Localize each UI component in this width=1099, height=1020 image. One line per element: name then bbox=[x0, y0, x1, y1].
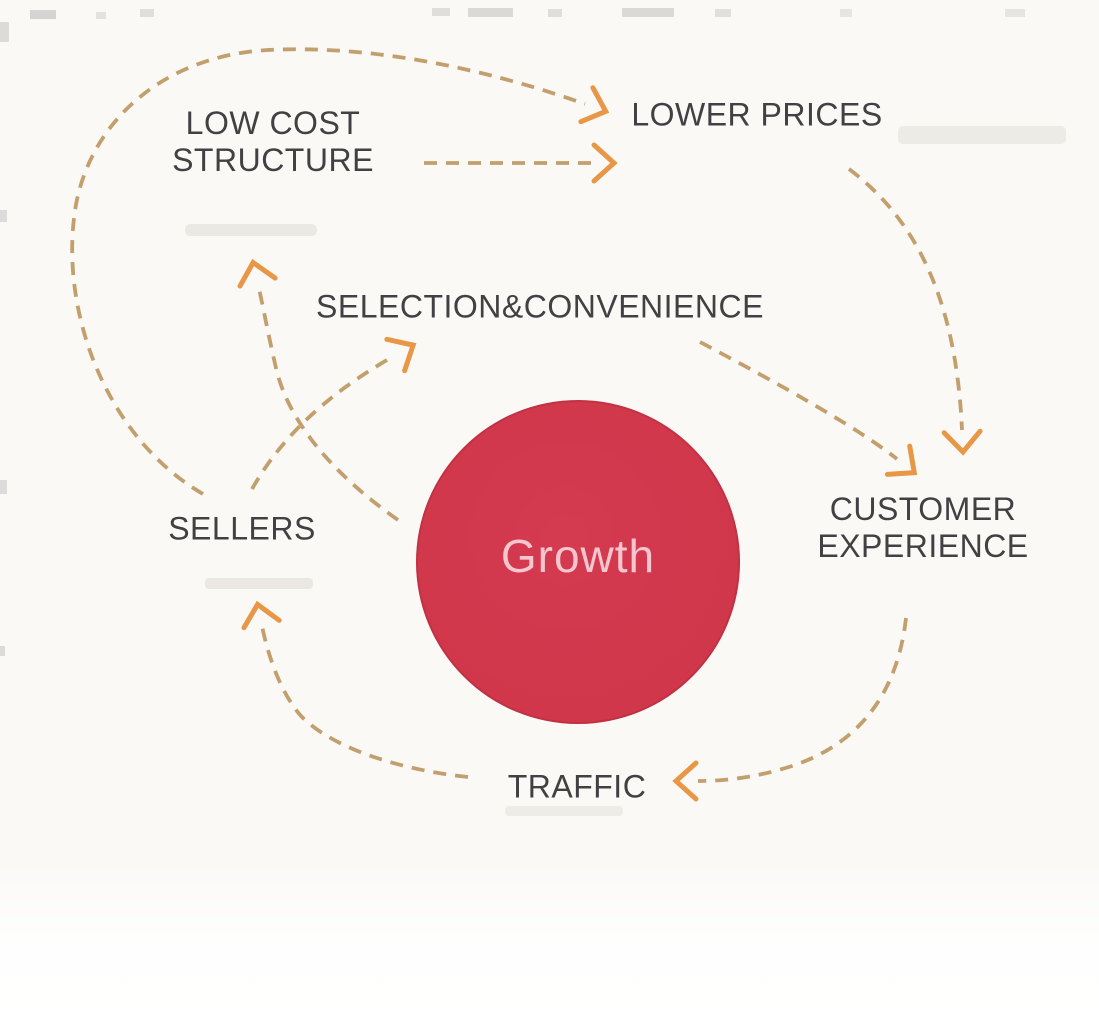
jpeg-artifacts bbox=[0, 8, 1066, 816]
edge-customer-experience-to-traffic bbox=[672, 617, 908, 802]
node-traffic: TRAFFIC bbox=[507, 768, 647, 805]
bottom-fade bbox=[0, 860, 1099, 1020]
edge-selection-convenience-to-customer-experience bbox=[699, 340, 918, 477]
node-low-cost-structure: LOW COST STRUCTURE bbox=[172, 105, 374, 178]
growth-circle: Growth bbox=[416, 400, 740, 724]
edge-traffic-to-sellers bbox=[241, 600, 469, 779]
node-selection-convenience: SELECTION&CONVENIENCE bbox=[316, 288, 764, 325]
node-lower-prices: LOWER PRICES bbox=[631, 96, 883, 133]
edge-sellers-to-lower-prices bbox=[70, 47, 610, 496]
node-sellers: SELLERS bbox=[168, 510, 316, 547]
edge-sellers-to-selection-convenience bbox=[250, 336, 417, 490]
edge-lower-prices-to-customer-experience bbox=[847, 167, 983, 456]
edge-growth-to-low-cost-structure bbox=[237, 258, 400, 522]
node-customer-experience: CUSTOMER EXPERIENCE bbox=[817, 491, 1029, 564]
growth-label: Growth bbox=[500, 530, 656, 582]
